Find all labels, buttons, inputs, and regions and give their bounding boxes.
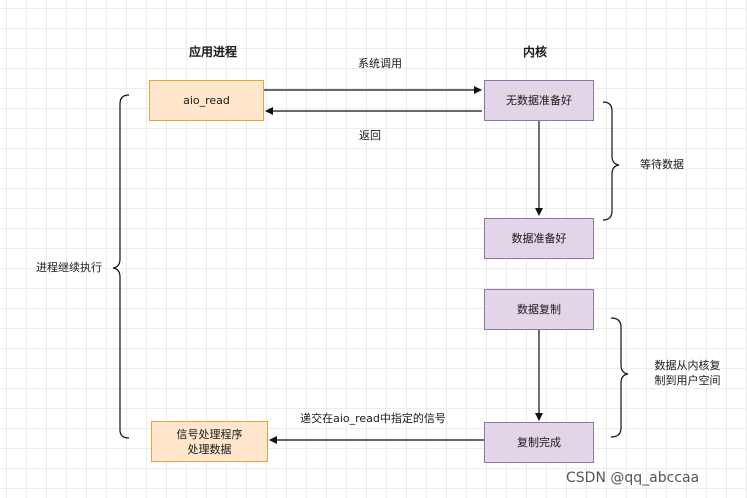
data-copy-label: 数据复制: [517, 303, 561, 316]
data-ready-box: 数据准备好: [484, 218, 594, 259]
wait-brace: [602, 101, 620, 221]
no-data-ready-box: 无数据准备好: [484, 80, 594, 121]
deliver-signal-label: 递交在aio_read中指定的信号: [300, 412, 446, 425]
copy-done-label: 复制完成: [517, 436, 561, 449]
continue-exec-label: 进程继续执行: [36, 261, 102, 274]
copy-done-box: 复制完成: [484, 422, 594, 463]
copy-kernel-user-label: 数据从内核复 制到用户空间: [640, 358, 735, 388]
kernel-header: 内核: [522, 45, 547, 59]
signal-handler-box: 信号处理程序 处理数据: [151, 421, 268, 462]
copy-kernel-user-line1: 数据从内核复: [654, 359, 721, 372]
return-label: 返回: [359, 129, 381, 142]
aio-read-box: aio_read: [149, 80, 264, 121]
data-ready-label: 数据准备好: [511, 232, 567, 245]
copy-brace: [610, 317, 629, 438]
signal-handler-line1: 信号处理程序: [176, 427, 243, 441]
signal-handler-line2: 处理数据: [187, 442, 232, 456]
system-call-label: 系统调用: [358, 57, 402, 70]
continue-brace: [112, 94, 130, 439]
no-data-ready-label: 无数据准备好: [506, 94, 572, 107]
aio-read-label: aio_read: [183, 94, 230, 107]
copy-kernel-user-line2: 制到用户空间: [654, 374, 721, 387]
data-copy-box: 数据复制: [484, 289, 594, 330]
csdn-watermark: CSDN @qq_abccaa: [566, 470, 700, 486]
app-process-header: 应用进程: [188, 45, 237, 59]
wait-data-label: 等待数据: [640, 158, 684, 171]
